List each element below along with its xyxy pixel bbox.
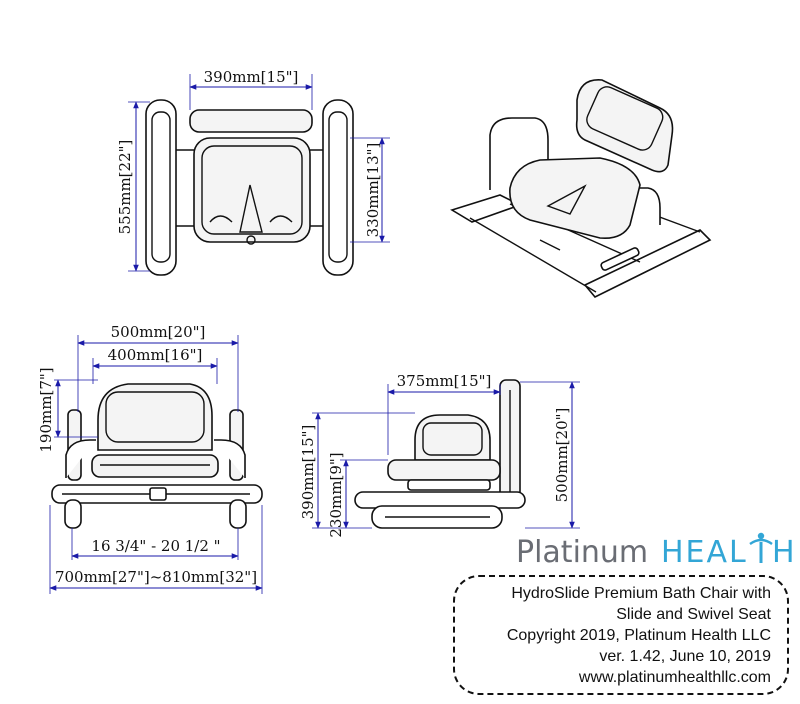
front-inner-width-dimension: 400mm[16"] bbox=[92, 346, 218, 384]
brand-logo: Platinum HEAL H bbox=[516, 532, 797, 570]
top-width-label: 390mm[15"] bbox=[204, 68, 299, 86]
top-width-dimension: 390mm[15"] bbox=[189, 68, 313, 110]
front-inner-width-label: 400mm[16"] bbox=[108, 346, 203, 364]
front-outer-width-dimension: 500mm[20"] bbox=[77, 323, 239, 412]
info-line-title: HydroSlide Premium Bath Chair with bbox=[511, 584, 771, 602]
info-line-copyright: Copyright 2019, Platinum Health LLC bbox=[506, 626, 771, 644]
top-depth-dimension: 555mm[22"] bbox=[116, 101, 150, 272]
info-line-version: ver. 1.42, June 10, 2019 bbox=[599, 647, 771, 665]
side-overall-height-dimension: 500mm[20"] bbox=[520, 381, 580, 529]
front-overall-width-dimension: 700mm[27"]~810mm[32"] bbox=[49, 505, 263, 594]
top-depth-label: 555mm[22"] bbox=[116, 140, 134, 235]
front-outer-width-label: 500mm[20"] bbox=[111, 323, 206, 341]
side-overall-height-label: 500mm[20"] bbox=[553, 408, 571, 503]
brand-health-text: HEAL bbox=[661, 535, 748, 570]
side-seat-depth-label: 375mm[15"] bbox=[397, 372, 492, 390]
front-adjust-label: 16 3/4" - 20 1/2 " bbox=[91, 537, 220, 555]
side-seat-depth-dimension: 375mm[15"] bbox=[387, 372, 501, 455]
front-overall-width-label: 700mm[27"]~810mm[32"] bbox=[55, 568, 257, 586]
info-line-subtitle: Slide and Swivel Seat bbox=[616, 605, 771, 623]
front-view bbox=[51, 383, 263, 529]
side-frame-height-dimension: 230mm[9"] bbox=[327, 452, 388, 538]
front-back-height-label: 190mm[7"] bbox=[37, 367, 55, 452]
side-seat-height-label: 390mm[15"] bbox=[299, 425, 317, 520]
side-seat-height-dimension: 390mm[15"] bbox=[299, 412, 415, 529]
brand-platinum-text: Platinum bbox=[516, 535, 648, 570]
front-back-height-dimension: 190mm[7"] bbox=[37, 367, 98, 453]
top-seat-depth-dimension: 330mm[13"] bbox=[350, 137, 390, 243]
top-view bbox=[145, 99, 354, 276]
side-frame-height-label: 230mm[9"] bbox=[327, 452, 345, 537]
top-seat-depth-label: 330mm[13"] bbox=[364, 143, 382, 238]
info-box: HydroSlide Premium Bath Chair with Slide… bbox=[453, 575, 789, 695]
isometric-view bbox=[450, 79, 712, 298]
brand-health-end-text: H bbox=[772, 535, 797, 570]
info-line-website: www.platinumhealthllc.com bbox=[578, 668, 771, 686]
side-view bbox=[354, 379, 526, 529]
person-figure-icon bbox=[749, 532, 773, 563]
front-adjust-dimension: 16 3/4" - 20 1/2 " bbox=[71, 528, 239, 560]
